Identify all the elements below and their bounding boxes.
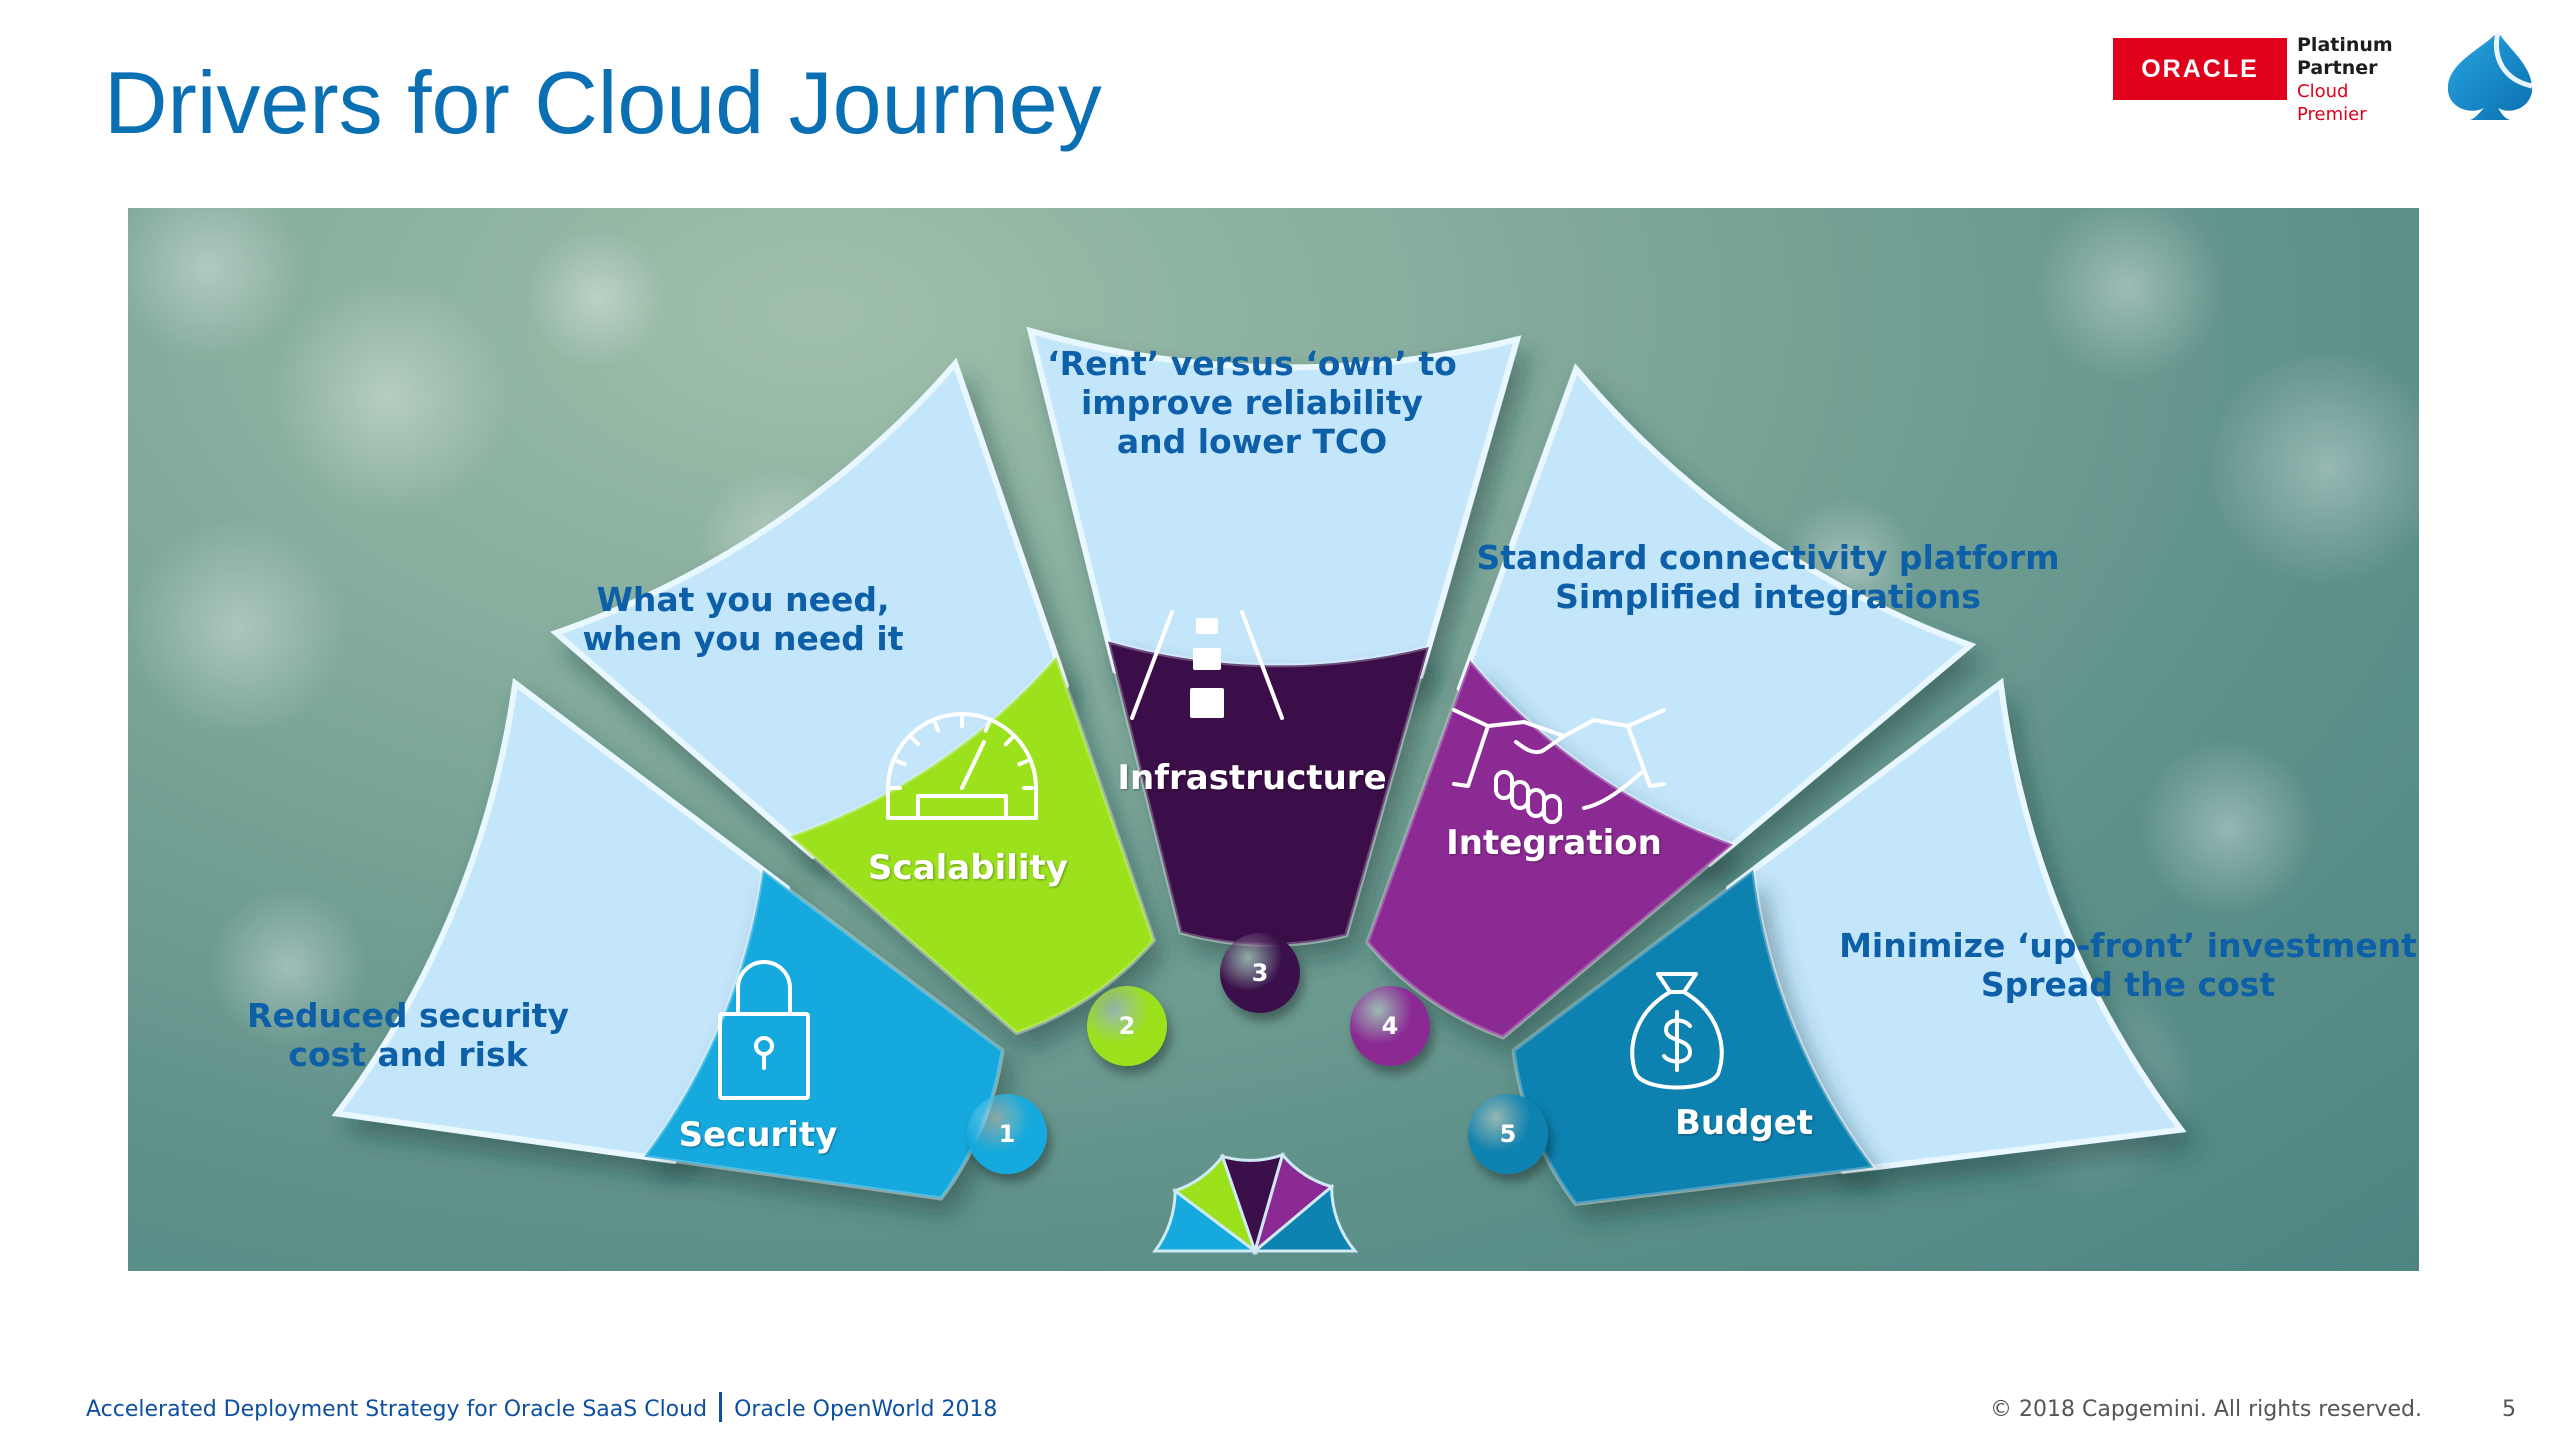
road-icon [1130, 610, 1284, 720]
bokeh-light-1 [268, 278, 508, 518]
padlock-icon [718, 960, 810, 1100]
segment-label-budget: Budget [1674, 1103, 1814, 1143]
footer-event: Accelerated Deployment Strategy for Orac… [86, 1392, 997, 1422]
segment-label-scalability: Scalability [868, 848, 1068, 888]
driver-text-line: and lower TCO [1116, 422, 1388, 461]
speedometer-icon [886, 712, 1038, 820]
partner-level: Platinum Partner Cloud Premier [2297, 34, 2423, 126]
partner-line-3: Cloud Premier [2297, 81, 2367, 125]
oracle-partner-badge: ORACLE Platinum Partner Cloud Premier [2113, 34, 2423, 125]
page-number: 5 [2502, 1397, 2516, 1422]
driver-text-line: Reduced security [247, 996, 569, 1035]
bokeh-light-0 [128, 208, 303, 363]
page-title: Drivers for Cloud Journey [104, 53, 1102, 152]
copyright: © 2018 Capgemini. All rights reserved. [1990, 1397, 2422, 1422]
driver-text-line: Simplified integrations [1555, 577, 1981, 616]
driver-text-line: Minimize ‘up-front’ investment [1839, 926, 2417, 965]
driver-number-4: 4 [1350, 986, 1430, 1066]
capgemini-spade-icon [2447, 31, 2533, 120]
driver-number-5: 5 [1468, 1094, 1548, 1174]
bokeh-light-4 [2033, 208, 2223, 383]
footer-separator [719, 1392, 723, 1422]
bokeh-light-2 [528, 228, 668, 368]
drivers-fan-graphic [128, 208, 2419, 1256]
money-bag-icon [1630, 972, 1724, 1090]
driver-text-line: when you need it [582, 619, 904, 658]
segment-label-integration: Integration [1446, 823, 1662, 863]
inner-segment-2 [786, 652, 1157, 1036]
driver-number-2: 2 [1087, 986, 1167, 1066]
partner-line-1: Platinum [2297, 34, 2393, 56]
driver-text-line: Spread the cost [1980, 965, 2276, 1004]
bokeh-light-7 [208, 888, 368, 1048]
driver-number-3: 3 [1220, 933, 1300, 1013]
driver-number-1: 1 [967, 1094, 1047, 1174]
driver-text-line: What you need, [596, 580, 890, 619]
partner-line-2: Partner [2297, 57, 2378, 79]
driver-text-line: improve reliability [1080, 383, 1424, 422]
handshake-icon [1452, 708, 1666, 824]
segment-label-infrastructure: Infrastructure [1117, 758, 1387, 798]
footer-event-name: Oracle OpenWorld 2018 [734, 1397, 998, 1422]
bokeh-light-5 [2208, 348, 2419, 588]
driver-text-line: Standard connectivity platform [1476, 538, 2060, 577]
driver-text-2: What you need,when you need it [583, 580, 904, 658]
oracle-logo: ORACLE [2113, 38, 2287, 100]
driver-text-line: ‘Rent’ versus ‘own’ to [1047, 344, 1457, 383]
footer-deck-title: Accelerated Deployment Strategy for Orac… [86, 1397, 708, 1422]
segment-label-security: Security [678, 1115, 838, 1155]
bokeh-light-6 [2138, 738, 2318, 918]
inner-segment-1 [640, 866, 1005, 1201]
driver-text-line: cost and risk [288, 1035, 528, 1074]
mini-fan-slice-5 [1250, 1183, 1359, 1253]
bokeh-light-3 [128, 518, 348, 738]
